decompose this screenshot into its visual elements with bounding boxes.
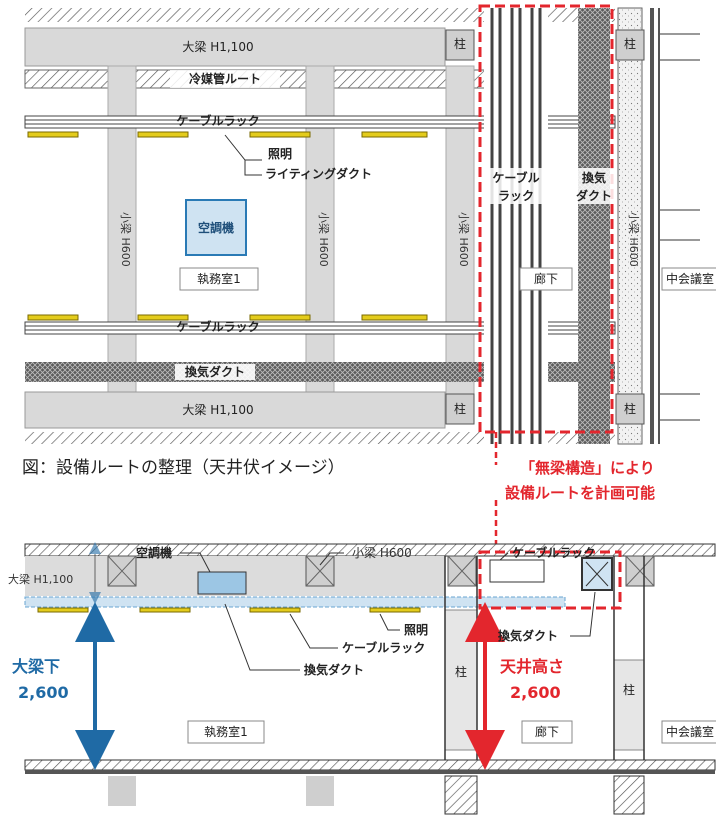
bottom-hatch (25, 432, 615, 444)
sec-height-left: 2,600 (18, 683, 69, 702)
sec-vent-label: 換気ダクト (304, 662, 364, 677)
highlight-box-section (478, 550, 622, 610)
column-top-right (615, 29, 645, 61)
plan-corridor-cable-label-2: ラック (498, 189, 534, 203)
sec-corridor-label: 廊下 (535, 724, 559, 739)
plan-minor-beam-label-2: 小梁 H600 (317, 212, 331, 267)
ventilation-duct (25, 362, 615, 382)
column-bottom-right (615, 393, 645, 425)
plan-minor-beam-label-3: 小梁 H600 (457, 212, 471, 267)
callout-line-2: 設備ルートを計画可能 (505, 484, 655, 502)
plan-minor-beam-label-4: 小梁 H600 (627, 212, 641, 267)
plan-aircon-label: 空調機 (198, 220, 234, 235)
plan-column-label-4: 柱 (624, 401, 636, 416)
top-hatch (25, 8, 615, 22)
sec-beam-under-label: 大梁下 (12, 657, 60, 676)
plan-cable-top-label: ケーブルラック (176, 113, 259, 128)
plan-lighting-label: 照明 (268, 146, 292, 161)
plan-main-beam-top-label: 大梁 H1,100 (182, 39, 253, 54)
plan-room-label: 執務室1 (197, 271, 241, 286)
sec-minor-beam-label: 小梁 H600 (352, 545, 412, 560)
plan-minor-beam-label-1: 小梁 H600 (119, 212, 133, 267)
highlight-box-plan (478, 4, 614, 434)
main-beam-bottom (24, 391, 446, 429)
sec-height-right: 2,600 (510, 683, 561, 702)
callout-line-1: 「無梁構造」により (520, 459, 655, 477)
sec-aircon-label: 空調機 (136, 545, 172, 560)
room-label-box (179, 267, 259, 291)
section-view (24, 542, 716, 815)
plan-main-beam-bottom-label: 大梁 H1,100 (182, 402, 253, 417)
sec-vent-corr-label: 換気ダクト (498, 628, 558, 643)
plan-view (24, 4, 716, 445)
figure-caption: 図：設備ルートの整理（天井伏イメージ） (22, 458, 345, 478)
plan-column-label-2: 柱 (624, 36, 636, 51)
plan-refrigerant-label: 冷媒管ルート (189, 71, 261, 86)
corridor-vent-duct (578, 8, 610, 444)
sec-cable-corr-label: ケーブルラック (512, 545, 595, 560)
plan-cable-bottom-label: ケーブルラック (176, 319, 259, 334)
plan-corridor-vent-label-2: ダクト (576, 188, 612, 203)
plan-lighting-duct-label: ライティングダクト (265, 166, 372, 181)
sec-lighting-label: 照明 (404, 622, 428, 637)
column-top-left (445, 29, 475, 61)
plan-column-label-3: 柱 (454, 401, 466, 416)
plan-corridor-vent-label-1: 換気 (582, 170, 606, 185)
plan-corridor-label: 廊下 (534, 271, 558, 286)
sec-column-label-1: 柱 (455, 664, 467, 679)
main-beam-top (24, 27, 446, 67)
sec-cable-label: ケーブルラック (342, 640, 425, 655)
plan-vent-label: 換気ダクト (185, 364, 245, 379)
sec-meeting-label: 中会議室 (666, 724, 714, 739)
sec-main-beam-label: 大梁 H1,100 (8, 572, 73, 586)
aircon-unit (185, 199, 247, 256)
plan-corridor-cable-label-1: ケーブル (492, 170, 539, 185)
cable-rack-bottom (24, 321, 616, 335)
sec-ceiling-height-label: 天井高さ (500, 657, 564, 676)
sec-room-label: 執務室1 (204, 724, 248, 739)
corridor-cable-rack (484, 8, 548, 444)
sec-column-label-2: 柱 (623, 682, 635, 697)
column-bottom-left (445, 393, 475, 425)
cable-rack-top (24, 115, 616, 129)
plan-column-label-1: 柱 (454, 36, 466, 51)
plan-meeting-label: 中会議室 (666, 271, 714, 286)
dotted-wall (617, 7, 643, 445)
